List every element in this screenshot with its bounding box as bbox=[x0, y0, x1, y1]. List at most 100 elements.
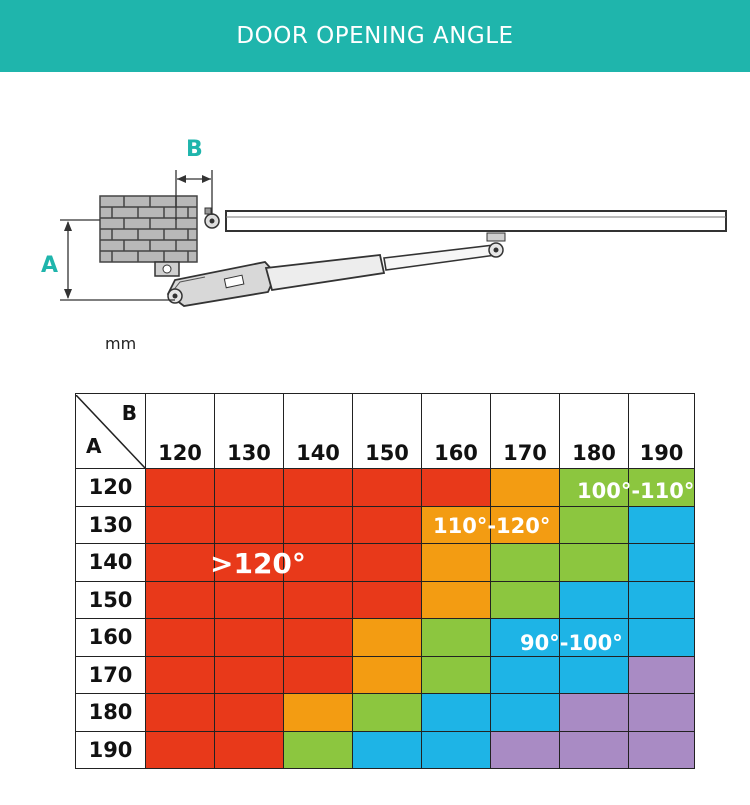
table-row: 160 bbox=[75, 618, 695, 657]
row-header-a: 130 bbox=[75, 505, 146, 544]
table-corner-cell: B A bbox=[75, 393, 146, 469]
column-header-b: 190 bbox=[628, 393, 695, 469]
angle-cell-purple bbox=[628, 693, 695, 732]
angle-cell-red bbox=[283, 655, 353, 694]
angle-cell-green bbox=[559, 468, 629, 507]
angle-cell-green bbox=[421, 618, 491, 657]
angle-cell-orange bbox=[421, 505, 491, 544]
angle-cell-green bbox=[352, 693, 422, 732]
angle-cell-red bbox=[214, 543, 284, 582]
angle-cell-red bbox=[283, 543, 353, 582]
dimension-a bbox=[60, 219, 175, 301]
angle-cell-orange bbox=[352, 655, 422, 694]
angle-cell-blue bbox=[490, 693, 560, 732]
row-header-a: 160 bbox=[75, 618, 146, 657]
table-row: 190 bbox=[75, 730, 695, 769]
angle-cell-red bbox=[214, 730, 284, 769]
table-row: 150 bbox=[75, 580, 695, 619]
angle-cell-blue bbox=[628, 618, 695, 657]
angle-cell-red bbox=[352, 468, 422, 507]
column-header-b: 170 bbox=[490, 393, 560, 469]
angle-cell-red bbox=[214, 693, 284, 732]
row-header-a: 120 bbox=[75, 468, 146, 507]
row-header-a: 180 bbox=[75, 693, 146, 732]
corner-label-b: B bbox=[121, 400, 137, 425]
angle-cell-red bbox=[145, 618, 215, 657]
angle-cell-red bbox=[214, 655, 284, 694]
dimension-b-label: B bbox=[186, 137, 203, 162]
angle-cell-red bbox=[145, 468, 215, 507]
angle-cell-red bbox=[214, 580, 284, 619]
angle-cell-blue bbox=[421, 693, 491, 732]
table-row: 130 bbox=[75, 505, 695, 544]
dimension-b bbox=[175, 170, 213, 220]
angle-cell-green bbox=[490, 543, 560, 582]
angle-cell-red bbox=[214, 618, 284, 657]
angle-cell-blue bbox=[559, 580, 629, 619]
column-header-b: 180 bbox=[559, 393, 629, 469]
angle-cell-blue bbox=[352, 730, 422, 769]
angle-cell-red bbox=[283, 468, 353, 507]
row-header-a: 140 bbox=[75, 543, 146, 582]
angle-cell-blue bbox=[559, 618, 629, 657]
installation-diagram bbox=[60, 170, 727, 307]
actuator-arm bbox=[166, 232, 506, 307]
angle-cell-red bbox=[214, 505, 284, 544]
row-header-a: 170 bbox=[75, 655, 146, 694]
gate-bar bbox=[225, 210, 727, 232]
table-row: 120 bbox=[75, 468, 695, 507]
angle-cell-blue bbox=[628, 580, 695, 619]
angle-cell-orange bbox=[490, 468, 560, 507]
row-header-a: 150 bbox=[75, 580, 146, 619]
angle-cell-red bbox=[283, 505, 353, 544]
angle-cell-red bbox=[352, 505, 422, 544]
angle-cell-blue bbox=[628, 543, 695, 582]
angle-cell-red bbox=[421, 468, 491, 507]
column-header-b: 150 bbox=[352, 393, 422, 469]
corner-label-a: A bbox=[86, 433, 102, 458]
angle-cell-orange bbox=[421, 543, 491, 582]
zone-label-100-110: 100°-110° bbox=[577, 479, 695, 503]
column-header-b: 140 bbox=[283, 393, 353, 469]
angle-cell-blue bbox=[559, 655, 629, 694]
hinge bbox=[204, 207, 220, 229]
zone-label-110-120: 110°-120° bbox=[433, 514, 551, 538]
angle-cell-red bbox=[145, 580, 215, 619]
angle-cell-green bbox=[421, 655, 491, 694]
angle-cell-orange bbox=[283, 693, 353, 732]
dimension-a-label: A bbox=[41, 253, 59, 278]
angle-cell-red bbox=[352, 580, 422, 619]
angle-cell-green bbox=[559, 543, 629, 582]
rear-bracket bbox=[154, 261, 180, 277]
angle-cell-red bbox=[145, 543, 215, 582]
zone-label-over-120: >120° bbox=[210, 547, 306, 580]
angle-cell-red bbox=[352, 543, 422, 582]
angle-cell-red bbox=[214, 468, 284, 507]
angle-cell-orange bbox=[352, 618, 422, 657]
row-header-a: 190 bbox=[75, 730, 146, 769]
column-header-b: 120 bbox=[145, 393, 215, 469]
angle-cell-purple bbox=[490, 730, 560, 769]
angle-cell-red bbox=[145, 505, 215, 544]
zone-label-90-100: 90°-100° bbox=[520, 631, 623, 655]
angle-cell-red bbox=[145, 730, 215, 769]
corner-diagonal bbox=[76, 394, 145, 468]
angle-cell-purple bbox=[628, 655, 695, 694]
brick-pillar bbox=[99, 195, 198, 263]
angle-cell-purple bbox=[559, 730, 629, 769]
angle-cell-blue bbox=[628, 505, 695, 544]
angle-cell-red bbox=[145, 693, 215, 732]
angle-cell-green bbox=[559, 505, 629, 544]
angle-cell-blue bbox=[490, 618, 560, 657]
angle-cell-orange bbox=[421, 580, 491, 619]
angle-cell-blue bbox=[490, 655, 560, 694]
angle-cell-green bbox=[490, 580, 560, 619]
table-row: 170 bbox=[75, 655, 695, 694]
angle-cell-red bbox=[283, 580, 353, 619]
angle-cell-red bbox=[283, 618, 353, 657]
unit-label: mm bbox=[105, 334, 137, 353]
angle-cell-red bbox=[145, 655, 215, 694]
column-header-b: 130 bbox=[214, 393, 284, 469]
page-title: DOOR OPENING ANGLE bbox=[236, 23, 514, 49]
